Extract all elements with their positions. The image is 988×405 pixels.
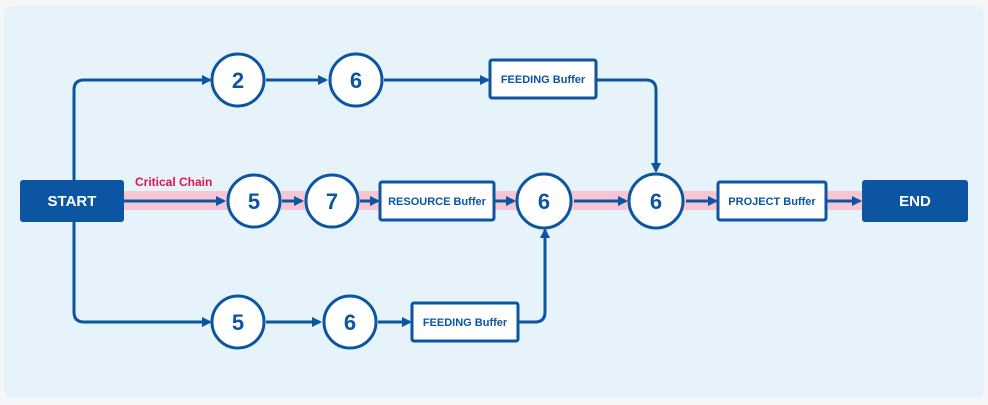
start-label: START <box>48 193 97 210</box>
connector-top-buffer-to-merge <box>596 78 661 173</box>
connector-start-to-top <box>72 75 212 180</box>
project-buffer: PROJECT Buffer <box>716 180 828 222</box>
top-feeding-buffer-label: FEEDING Buffer <box>501 74 586 86</box>
project-buffer-label: PROJECT Buffer <box>728 196 816 208</box>
connectors <box>72 75 862 327</box>
mid-task-5-node: 5 <box>226 173 282 229</box>
mid-task-5-label: 5 <box>248 189 260 214</box>
top-task-6-label: 6 <box>350 68 362 93</box>
bottom-task-6-node: 6 <box>322 294 378 350</box>
mid-task-7-label: 7 <box>326 189 338 214</box>
connector-bottom-buffer-to-merge <box>518 228 550 324</box>
mid-task-6a-label: 6 <box>538 189 550 214</box>
critical-chain-label: Critical Chain <box>135 175 212 189</box>
mid-task-6b-node: 6 <box>627 172 685 230</box>
top-task-6-node: 6 <box>328 52 384 108</box>
top-feeding-buffer: FEEDING Buffer <box>488 58 598 100</box>
bottom-feeding-buffer-label: FEEDING Buffer <box>423 317 508 329</box>
bottom-task-6-label: 6 <box>344 310 356 335</box>
mid-task-6b-label: 6 <box>650 189 662 214</box>
end-label: END <box>899 193 931 210</box>
top-task-2-node: 2 <box>210 52 266 108</box>
mid-task-7-node: 7 <box>304 173 360 229</box>
start-node: START <box>20 180 124 222</box>
bottom-task-5-node: 5 <box>210 294 266 350</box>
resource-buffer: RESOURCE Buffer <box>378 180 496 222</box>
bottom-task-5-label: 5 <box>232 310 244 335</box>
end-node: END <box>862 180 968 222</box>
connector-start-to-bottom <box>72 222 212 327</box>
mid-task-6a-node: 6 <box>515 172 573 230</box>
bottom-feeding-buffer: FEEDING Buffer <box>410 301 520 343</box>
top-task-2-label: 2 <box>232 68 244 93</box>
resource-buffer-label: RESOURCE Buffer <box>388 196 487 208</box>
